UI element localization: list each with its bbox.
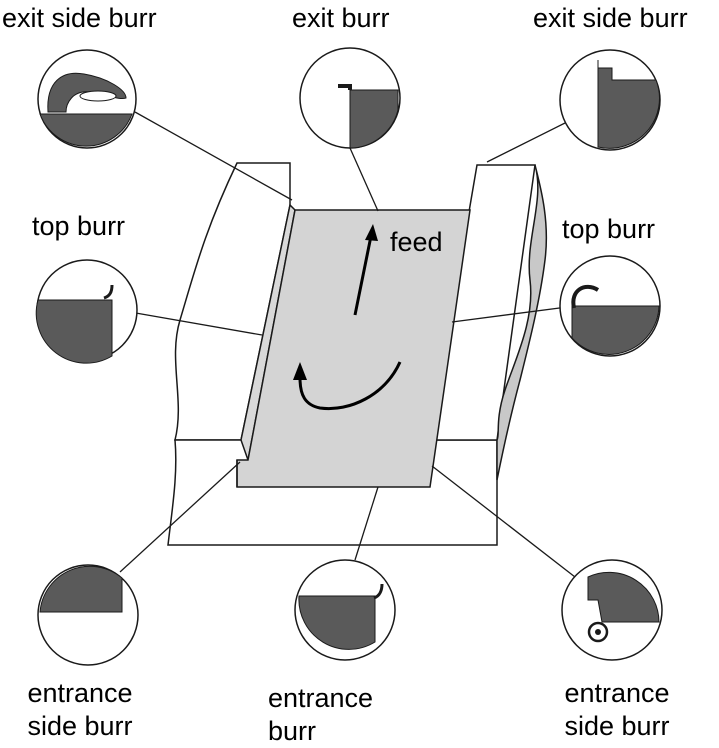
exit-burr-detail: [299, 47, 401, 149]
feed-arrow: [353, 224, 378, 316]
top-burr-right-detail: [559, 255, 661, 357]
left-plate: [174, 162, 291, 441]
label-entrance-side-burr-left-line2: side burr: [27, 711, 133, 741]
exit-side-burr-left-detail: [37, 49, 137, 149]
rotation-arrow: [293, 361, 402, 411]
label-top-burr-left: top burr: [32, 211, 126, 241]
entrance-side-burr-left-detail: [37, 564, 139, 666]
entrance-burr-detail: [294, 559, 396, 661]
label-entrance-side-burr-right: entrance side burr: [543, 677, 691, 743]
label-exit-side-burr-right: exit side burr: [533, 3, 688, 33]
label-top-burr-right: top burr: [562, 214, 656, 244]
workpiece-assembly: [167, 162, 548, 546]
leader-lines: [119, 111, 576, 578]
entrance-side-burr-right-detail: [561, 559, 663, 661]
label-entrance-side-burr-left-line1: entrance: [27, 678, 133, 708]
top-burr-left-detail: [35, 259, 138, 364]
label-feed: feed: [390, 227, 443, 257]
exit-side-burr-right-detail: [559, 49, 661, 151]
label-entrance-side-burr-right-line2: side burr: [564, 711, 670, 741]
label-entrance-burr: entrance burr: [268, 682, 373, 748]
label-entrance-burr-line1: entrance: [268, 683, 374, 713]
label-entrance-side-burr-right-line1: entrance: [564, 678, 670, 708]
label-entrance-side-burr-left: entrance side burr: [6, 677, 154, 743]
label-exit-side-burr-left: exit side burr: [2, 3, 157, 33]
right-wall-rough-edge: [496, 164, 548, 481]
label-exit-burr: exit burr: [292, 3, 390, 33]
label-entrance-burr-line2: burr: [268, 716, 317, 746]
